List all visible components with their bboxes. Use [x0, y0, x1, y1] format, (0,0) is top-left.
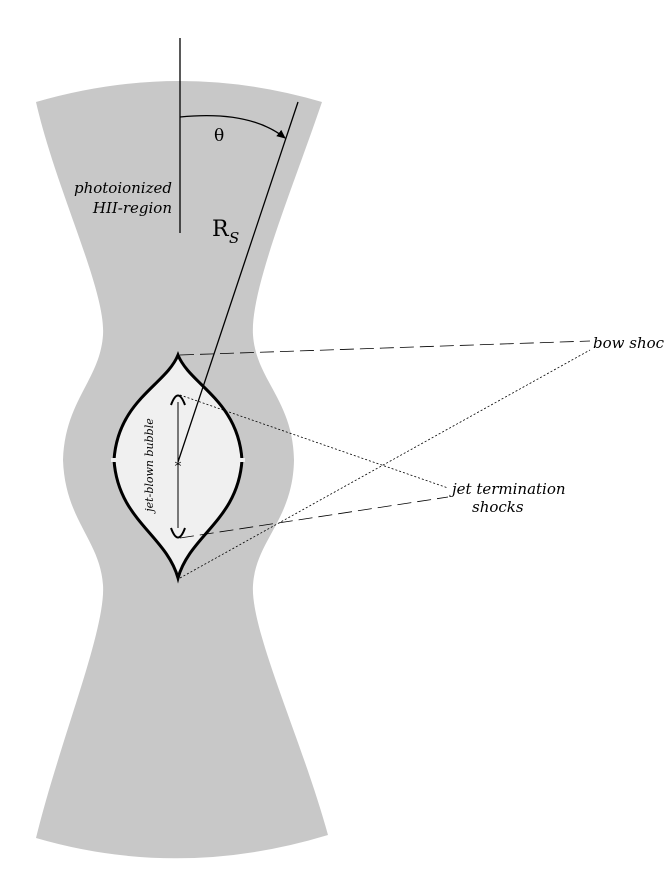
bow-shocks-label: bow shocks	[593, 334, 664, 352]
region-label-line2: HII-region	[92, 199, 172, 217]
angle-arc	[179, 114, 286, 139]
termination-shock-top	[170, 394, 186, 406]
termination-shock-bottom	[170, 527, 186, 539]
termination-label-line1: jet termination	[449, 480, 566, 498]
termination-leader-top	[179, 394, 449, 489]
region-label-line1: photoionized	[74, 179, 172, 197]
radius-line	[177, 101, 299, 463]
bow-shock-leader-top	[179, 340, 591, 356]
radius-label: R	[212, 217, 230, 242]
bubble-label: jet-blown bubble	[143, 418, 156, 515]
bubble-gap-left	[111, 458, 118, 462]
source-star: *	[175, 459, 182, 475]
bubble-gap-right	[238, 458, 245, 462]
termination-leader-bottom	[179, 496, 449, 539]
termination-label-line2: shocks	[472, 498, 524, 516]
radius-subscript: S	[229, 229, 239, 247]
theta-label: θ	[214, 126, 224, 146]
